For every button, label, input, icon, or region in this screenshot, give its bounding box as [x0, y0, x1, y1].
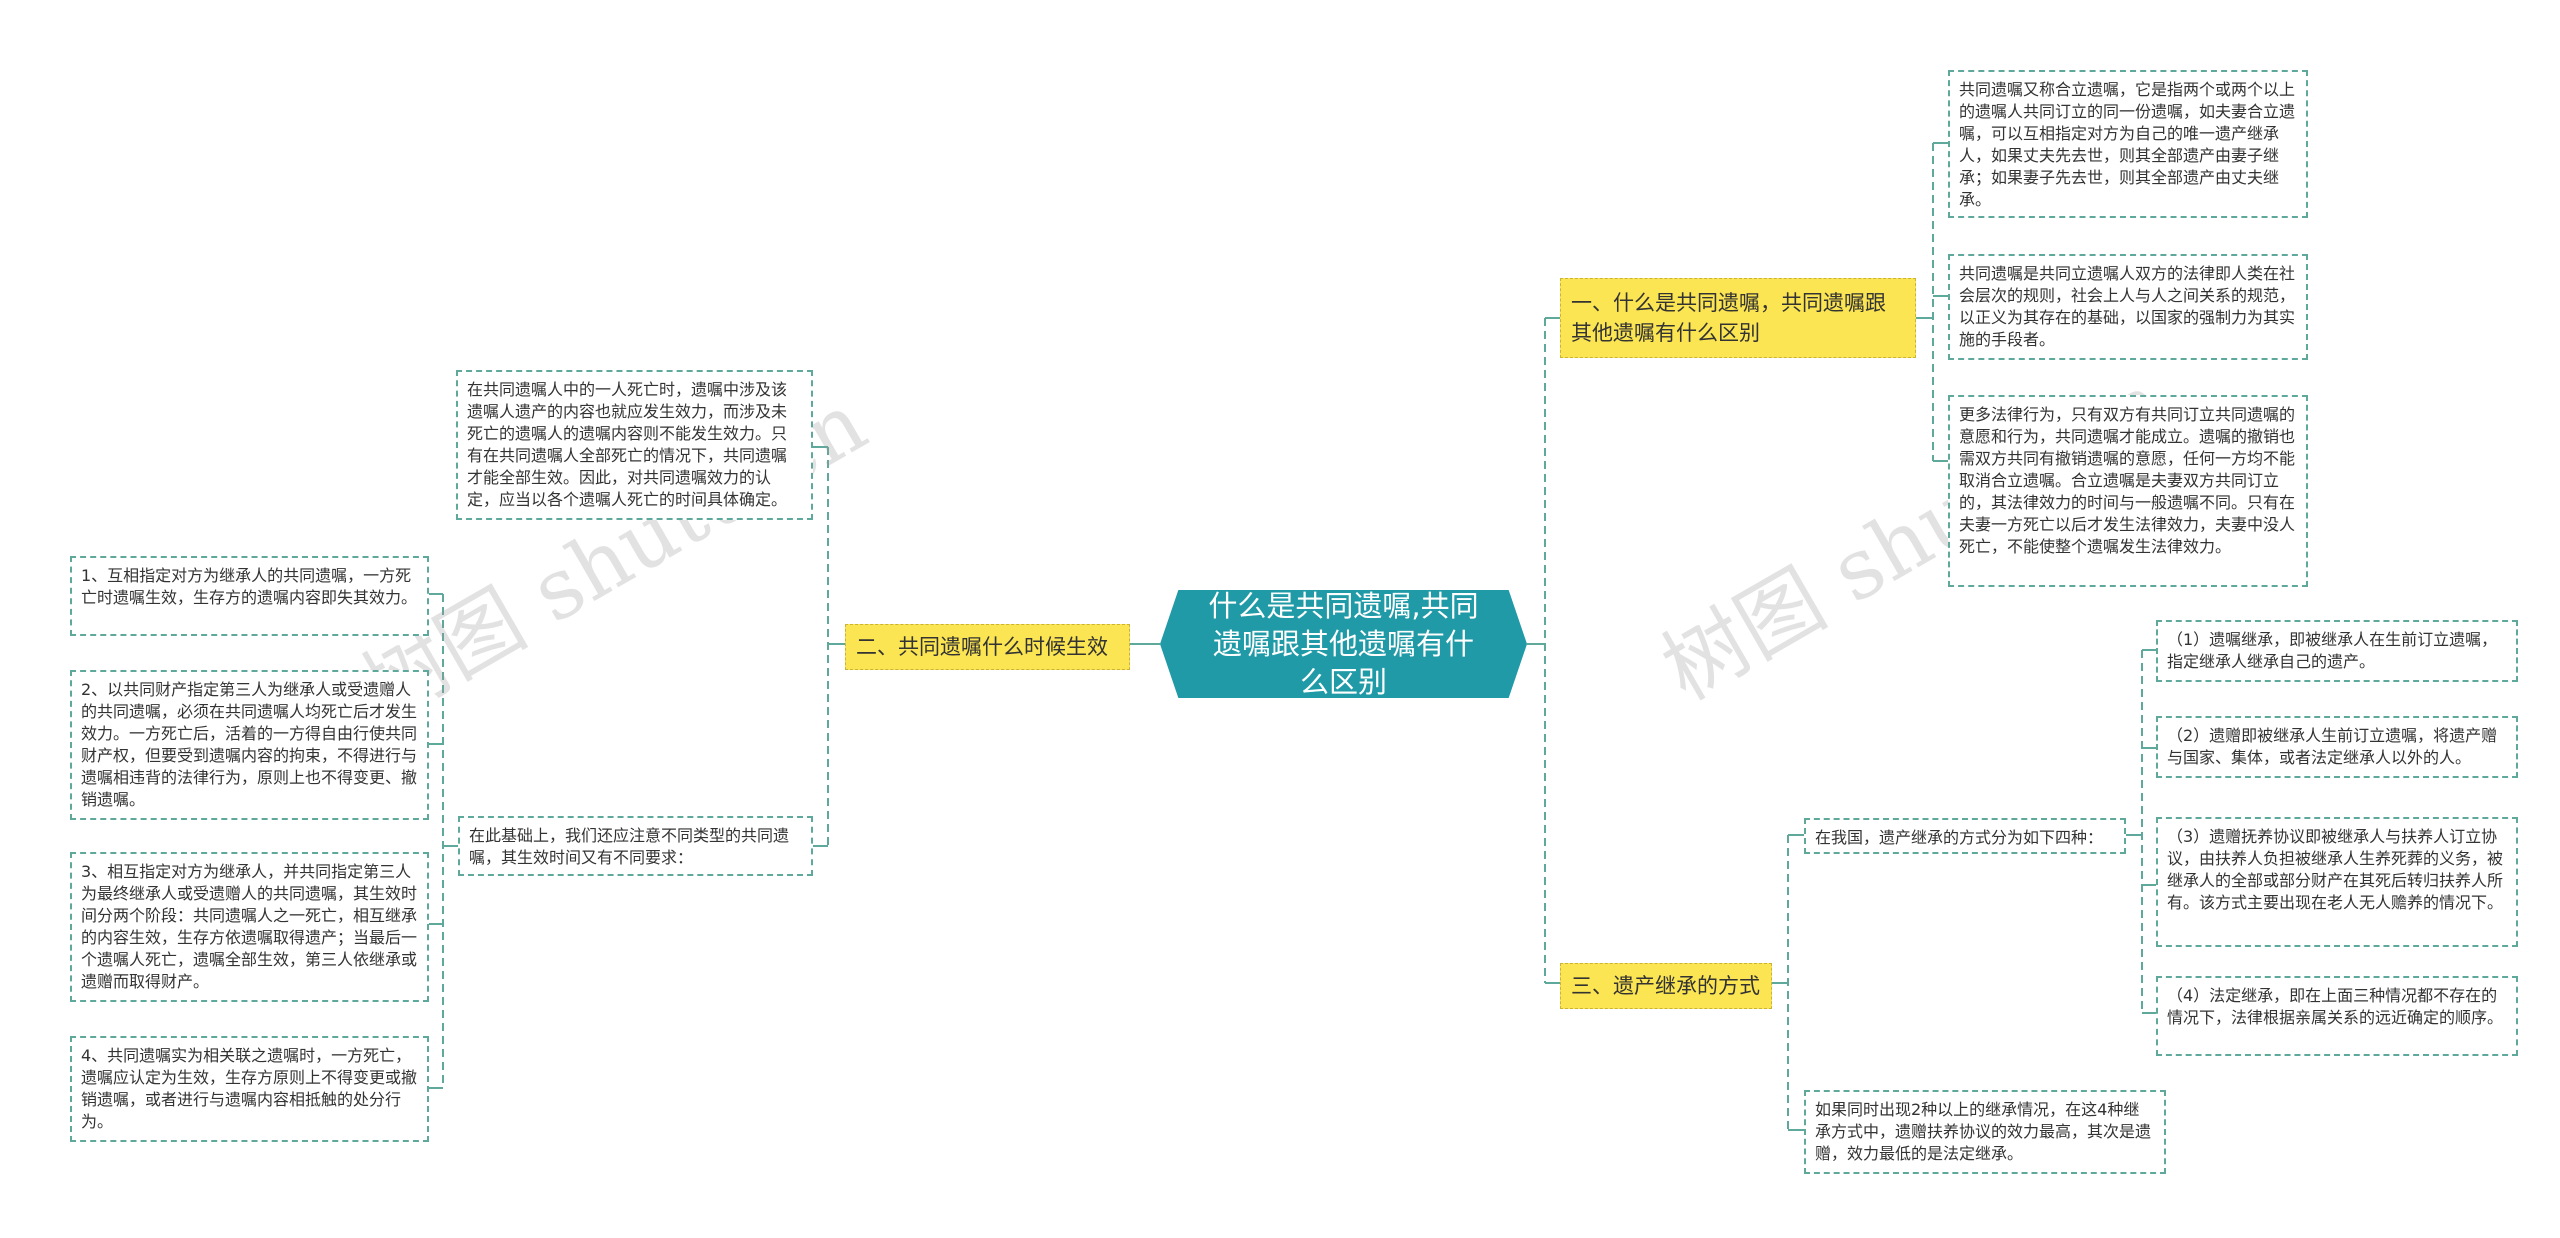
leaf-four-methods[interactable]: 在我国，遗产继承的方式分为如下四种：: [1804, 818, 2126, 854]
leaf-legal-act[interactable]: 更多法律行为，只有双方有共同订立共同遗嘱的意愿和行为，共同遗嘱才能成立。遗嘱的撤…: [1948, 395, 2308, 587]
leaf-different-types[interactable]: 在此基础上，我们还应注意不同类型的共同遗嘱，其生效时间又有不同要求：: [458, 816, 813, 876]
leaf-partial-effect[interactable]: 在共同遗嘱人中的一人死亡时，遗嘱中涉及该遗嘱人遗产的内容也就应发生效力，而涉及未…: [456, 370, 813, 520]
leaf-legacy-support-agreement[interactable]: （3）遗赠抚养协议即被继承人与扶养人订立协议，由扶养人负担被继承人生养死葬的义务…: [2156, 817, 2518, 947]
leaf-bequest[interactable]: （2）遗赠即被继承人生前订立遗嘱，将遗产赠与国家、集体，或者法定继承人以外的人。: [2156, 716, 2518, 778]
branch-what-is-joint-will[interactable]: 一、什么是共同遗嘱，共同遗嘱跟其他遗嘱有什么区别: [1560, 278, 1916, 358]
leaf-type-2[interactable]: 2、以共同财产指定第三人为继承人或受遗赠人的共同遗嘱，必须在共同遗嘱人均死亡后才…: [70, 670, 429, 820]
leaf-type-4[interactable]: 4、共同遗嘱实为相关联之遗嘱时，一方死亡，遗嘱应认定为生效，生存方原则上不得变更…: [70, 1036, 429, 1142]
leaf-testamentary-succession[interactable]: （1）遗嘱继承，即被继承人在生前订立遗嘱，指定继承人继承自己的遗产。: [2156, 620, 2518, 682]
leaf-definition[interactable]: 共同遗嘱又称合立遗嘱，它是指两个或两个以上的遗嘱人共同订立的同一份遗嘱，如夫妻合…: [1948, 70, 2308, 218]
leaf-statutory-succession[interactable]: （4）法定继承，即在上面三种情况都不存在的情况下，法律根据亲属关系的远近确定的顺…: [2156, 976, 2518, 1056]
leaf-type-1[interactable]: 1、互相指定对方为继承人的共同遗嘱，一方死亡时遗嘱生效，生存方的遗嘱内容即失其效…: [70, 556, 429, 636]
branch-when-effective[interactable]: 二、共同遗嘱什么时候生效: [845, 624, 1130, 670]
leaf-priority-of-methods[interactable]: 如果同时出现2种以上的继承情况，在这4种继承方式中，遗赠扶养协议的效力最高，其次…: [1804, 1090, 2166, 1174]
leaf-type-3[interactable]: 3、相互指定对方为继承人，并共同指定第三人为最终继承人或受遗赠人的共同遗嘱，其生…: [70, 852, 429, 1002]
leaf-legal-norm[interactable]: 共同遗嘱是共同立遗嘱人双方的法律即人类在社会层次的规则，社会上人与人之间关系的规…: [1948, 254, 2308, 360]
central-topic[interactable]: 什么是共同遗嘱,共同遗嘱跟其他遗嘱有什么区别: [1160, 590, 1527, 698]
branch-inheritance-methods[interactable]: 三、遗产继承的方式: [1560, 963, 1772, 1009]
